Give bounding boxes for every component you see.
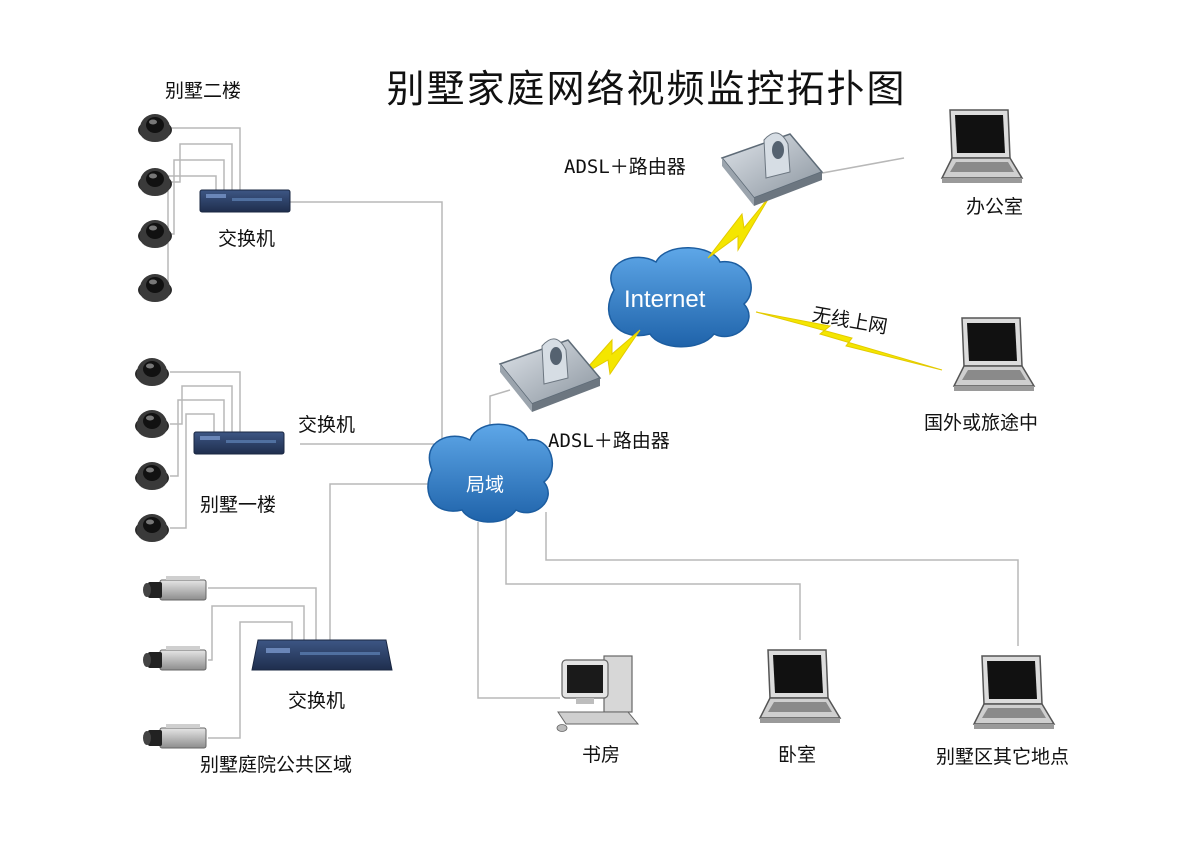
- yard-cameras: [142, 575, 207, 749]
- dome-camera-icon: [138, 114, 172, 142]
- label-switch-yard: 交换机: [288, 690, 346, 712]
- lightning-icon: [707, 195, 771, 259]
- label-bedroom: 卧室: [778, 744, 817, 766]
- label-other: 别墅区其它地点: [936, 746, 1070, 768]
- diagram-title: 别墅家庭网络视频监控拓扑图: [386, 67, 907, 111]
- dome-camera-icon: [138, 168, 172, 196]
- laptop-icon: [941, 109, 1023, 184]
- router-icon: [499, 338, 601, 413]
- label-office: 办公室: [966, 196, 1024, 218]
- floor1-cameras: [135, 358, 169, 542]
- label-switch-floor2: 交换机: [218, 228, 276, 250]
- router-icon: [721, 132, 823, 207]
- label-internet: Internet: [624, 286, 706, 313]
- label-lan: 局域: [466, 474, 505, 496]
- floor2-cameras: [138, 114, 172, 302]
- label-router-top: ADSL＋路由器: [564, 156, 686, 178]
- switch-yard: [251, 639, 393, 671]
- dome-camera-icon: [138, 220, 172, 248]
- dome-camera-icon: [138, 274, 172, 302]
- label-yard: 别墅庭院公共区域: [200, 754, 353, 776]
- label-switch-floor1: 交换机: [298, 414, 356, 436]
- switch-floor2: [199, 189, 291, 213]
- dome-camera-icon: [135, 462, 169, 490]
- box-camera-icon: [142, 723, 207, 749]
- label-abroad: 国外或旅途中: [924, 412, 1039, 434]
- desktop-pc-icon: [556, 655, 639, 733]
- lightning-icon: [579, 329, 641, 377]
- lan-cloud: [427, 423, 554, 523]
- label-floor1: 别墅一楼: [200, 494, 277, 516]
- laptop-icon: [953, 317, 1035, 392]
- laptop-icon: [973, 655, 1055, 730]
- laptop-icon: [759, 649, 841, 724]
- box-camera-icon: [142, 645, 207, 671]
- dome-camera-icon: [135, 358, 169, 386]
- wireless-links: [579, 195, 943, 377]
- dome-camera-icon: [135, 514, 169, 542]
- internet-cloud: [607, 247, 752, 348]
- wires: [167, 127, 1019, 739]
- label-router-bottom: ADSL＋路由器: [548, 430, 670, 452]
- lightning-icon: [755, 311, 943, 371]
- switch-floor1: [193, 431, 285, 455]
- label-study: 书房: [582, 744, 621, 766]
- label-floor2: 别墅二楼: [165, 80, 242, 102]
- dome-camera-icon: [135, 410, 169, 438]
- box-camera-icon: [142, 575, 207, 601]
